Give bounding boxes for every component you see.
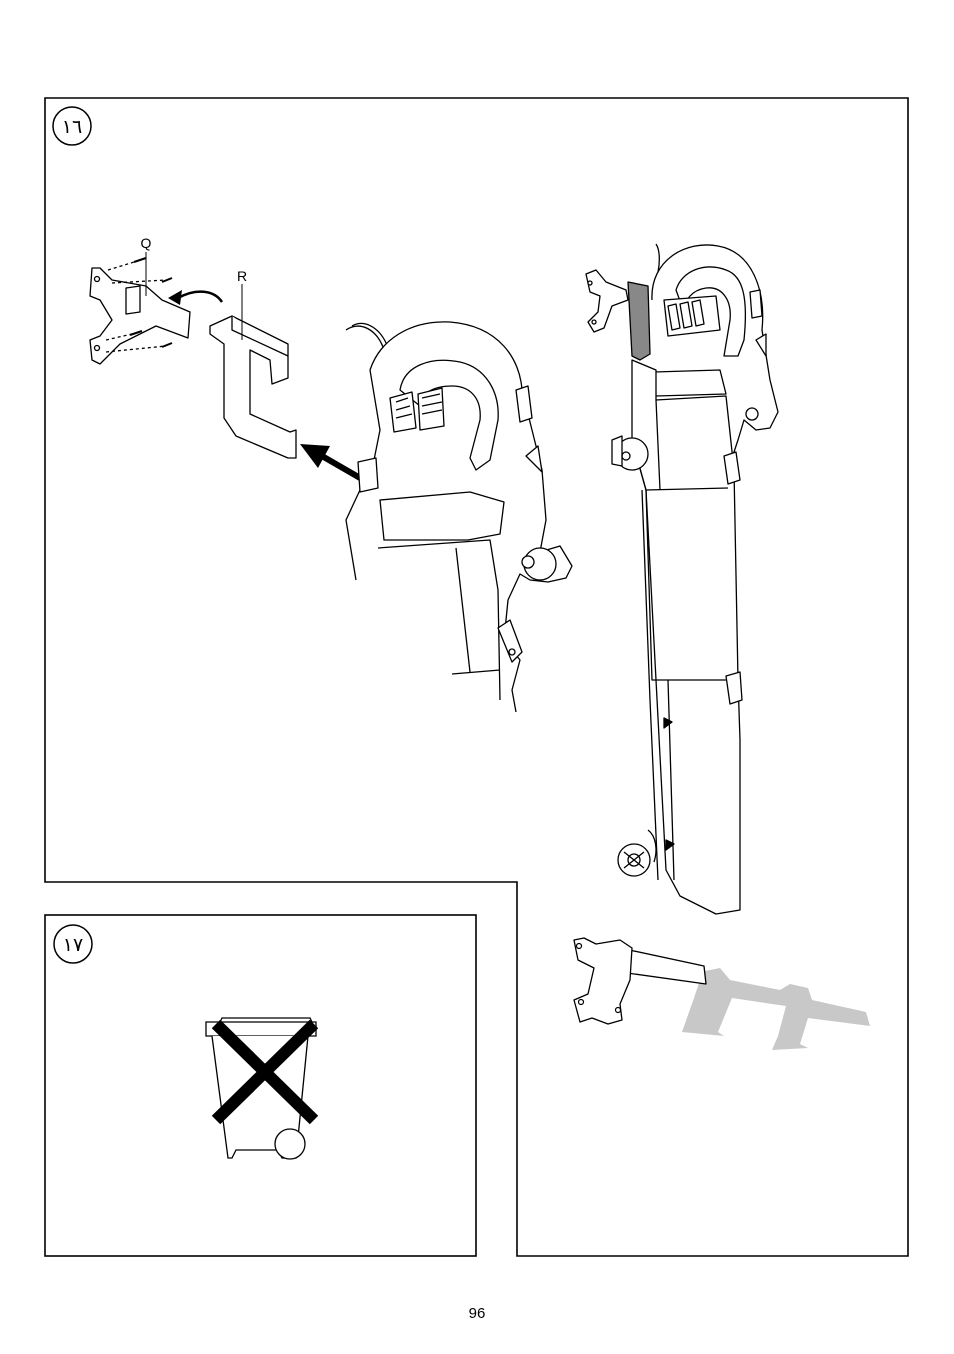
page-number: 96	[0, 1305, 954, 1322]
callout-q: Q	[141, 235, 152, 251]
callout-r: R	[237, 268, 247, 284]
bracket-with-tube-detail	[574, 938, 870, 1050]
ghost-tube	[682, 968, 870, 1050]
tube-holder-icon	[210, 316, 296, 458]
wall-bracket-icon	[90, 258, 190, 364]
crossed-out-wheelie-bin-icon	[206, 1018, 316, 1159]
step-17-badge: ١٧	[54, 925, 92, 963]
blower-full-view	[586, 244, 778, 914]
curved-arrow-icon	[178, 292, 222, 302]
step-17-number: ١٧	[63, 934, 83, 956]
tube-holder-highlight	[628, 282, 650, 360]
garden-blower-vacuum-icon	[346, 322, 572, 712]
step-16-number: ١٦	[62, 116, 82, 138]
step-16-badge: ١٦	[53, 107, 91, 145]
